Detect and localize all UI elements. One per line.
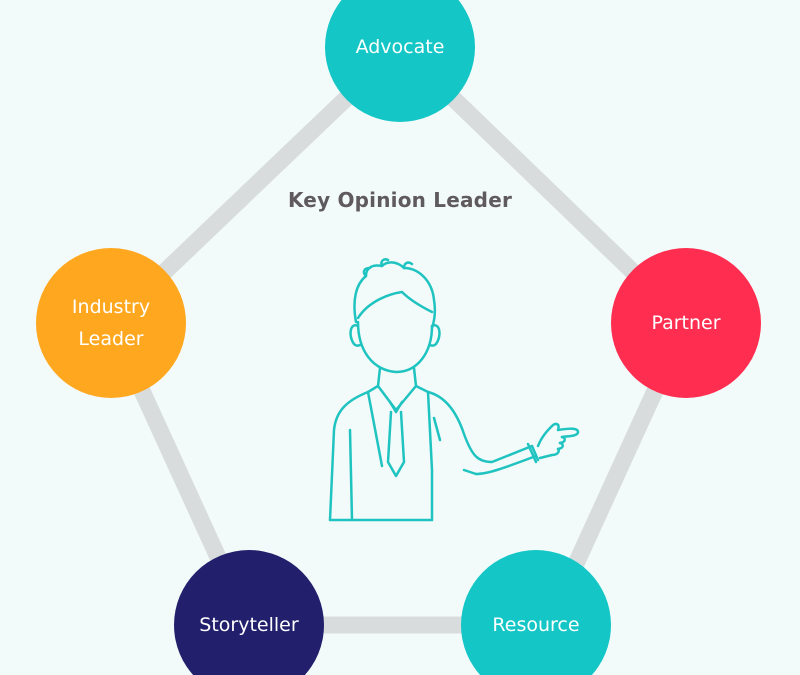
diagram-title: Key Opinion Leader (287, 188, 513, 212)
node-partner[interactable]: Partner (611, 248, 761, 398)
node-advocate[interactable]: Advocate (325, 0, 475, 122)
node-resource-label: Resource (492, 614, 580, 636)
node-industry-leader[interactable]: Industry Leader (36, 248, 186, 398)
node-resource[interactable]: Resource (461, 550, 611, 675)
node-partner-label: Partner (651, 312, 721, 334)
node-advocate-label: Advocate (355, 36, 445, 58)
node-industry-leader-label: Industry Leader (71, 296, 151, 350)
node-storyteller[interactable]: Storyteller (174, 550, 324, 675)
node-storyteller-label: Storyteller (199, 614, 299, 636)
